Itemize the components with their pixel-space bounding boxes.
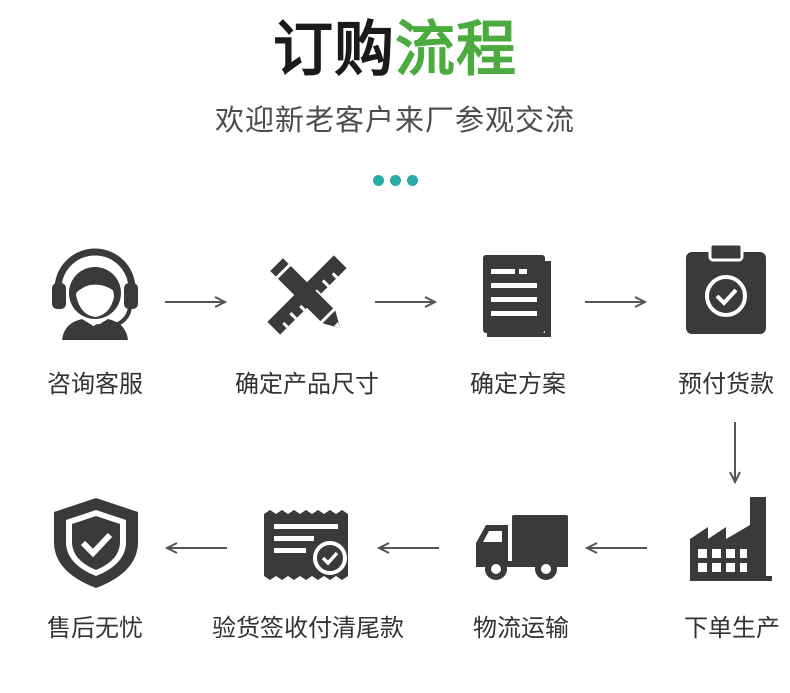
shield-check-icon — [54, 498, 138, 588]
page-title: 订购流程 — [0, 12, 790, 88]
headset-agent-icon — [50, 245, 140, 340]
step-label-consult: 咨询客服 — [47, 370, 143, 398]
arrow-right-icon — [375, 293, 438, 312]
ruler-pencil-icon — [262, 250, 352, 340]
dot — [389, 175, 401, 186]
step-label-logistics: 物流运输 — [473, 614, 569, 642]
document-icon — [483, 255, 553, 337]
dot — [406, 175, 418, 186]
truck-icon — [476, 515, 568, 581]
arrow-left-icon — [584, 539, 647, 558]
factory-icon — [690, 497, 772, 581]
dot — [372, 175, 384, 186]
step-label-prepay: 预付货款 — [678, 370, 774, 398]
decorative-dots — [0, 175, 790, 186]
arrow-right-icon — [585, 293, 648, 312]
step-label-size: 确定产品尺寸 — [235, 370, 379, 398]
clipboard-check-icon — [686, 244, 766, 334]
arrow-left-icon — [164, 539, 227, 558]
title-dark-part: 订购 — [273, 15, 395, 85]
step-label-plan: 确定方案 — [470, 370, 566, 398]
title-green-part: 流程 — [395, 15, 517, 85]
step-label-production: 下单生产 — [684, 614, 780, 642]
receipt-check-icon — [264, 510, 352, 584]
arrow-left-icon — [376, 539, 439, 558]
page-subtitle: 欢迎新老客户来厂参观交流 — [214, 103, 575, 137]
step-label-after-sales: 售后无忧 — [47, 614, 143, 642]
arrow-down-icon — [729, 422, 741, 488]
step-label-inspect-pay: 验货签收付清尾款 — [212, 614, 404, 642]
arrow-right-icon — [165, 293, 228, 312]
